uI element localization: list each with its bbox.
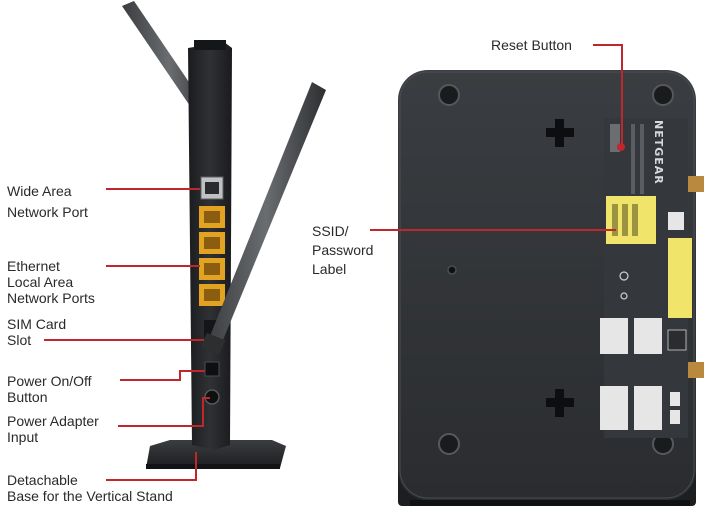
leader-power-button bbox=[120, 370, 205, 381]
stand-base-shape bbox=[146, 440, 286, 468]
label-power-input: Power Adapter Input bbox=[7, 413, 99, 445]
power-button-shape bbox=[204, 361, 220, 377]
info-sticker-shape bbox=[668, 238, 692, 318]
label-ethernet-line3: Network Ports bbox=[7, 290, 95, 306]
label-stand-line2: Base for the Vertical Stand bbox=[7, 488, 173, 504]
label-stand-line1: Detachable bbox=[7, 472, 78, 488]
brand-logo-text: NETGEAR bbox=[652, 120, 665, 185]
foot-top-right bbox=[652, 84, 674, 106]
leader-power-input bbox=[118, 397, 210, 427]
label-ssid-line1: SSID/ bbox=[312, 223, 349, 239]
label-wan-port-line2: Network Port bbox=[7, 204, 88, 220]
label-sim-slot: SIM Card Slot bbox=[7, 316, 66, 348]
connector-lower bbox=[688, 362, 704, 378]
leader-lines bbox=[44, 44, 623, 481]
label-ssid: SSID/ Password Label bbox=[312, 222, 373, 279]
label-ssid-line2: Password bbox=[312, 242, 374, 258]
label-ethernet-line1: Ethernet bbox=[7, 258, 60, 274]
screw bbox=[447, 265, 457, 275]
label-power-input-line2: Input bbox=[7, 429, 39, 445]
label-sim-line2: Slot bbox=[7, 332, 32, 348]
foot-bottom-left bbox=[438, 433, 460, 455]
label-wan-port: Wide Area Network Port bbox=[7, 183, 88, 220]
label-power-button-line2: Button bbox=[7, 389, 48, 405]
ethernet-ports-shape bbox=[199, 206, 225, 306]
label-stand-base: Detachable Base for the Vertical Stand bbox=[7, 472, 173, 504]
label-reset-line1: Reset Button bbox=[491, 37, 572, 53]
antenna-front bbox=[206, 82, 326, 352]
connector-upper bbox=[688, 176, 704, 192]
router-rear-view: NETGEAR bbox=[398, 70, 704, 506]
label-plate: NETGEAR bbox=[600, 118, 692, 438]
router-side-view bbox=[122, 1, 326, 469]
foot-top-left bbox=[438, 84, 460, 106]
label-ethernet-line2: Local Area bbox=[7, 274, 74, 290]
leader-stand-base bbox=[106, 452, 197, 481]
label-reset-button: Reset Button bbox=[491, 37, 572, 53]
label-ssid-line3: Label bbox=[312, 261, 347, 277]
mount-cross-top bbox=[546, 119, 574, 147]
label-sim-line1: SIM Card bbox=[7, 316, 67, 332]
label-power-button-line1: Power On/Off bbox=[7, 373, 92, 389]
label-ethernet-ports: Ethernet Local Area Network Ports bbox=[7, 258, 95, 306]
label-power-button: Power On/Off Button bbox=[7, 373, 92, 405]
label-power-input-line1: Power Adapter bbox=[7, 413, 99, 429]
mount-cross-bottom bbox=[546, 389, 574, 417]
label-wan-port-line1: Wide Area bbox=[7, 183, 72, 199]
leader-reset-button bbox=[593, 44, 623, 146]
